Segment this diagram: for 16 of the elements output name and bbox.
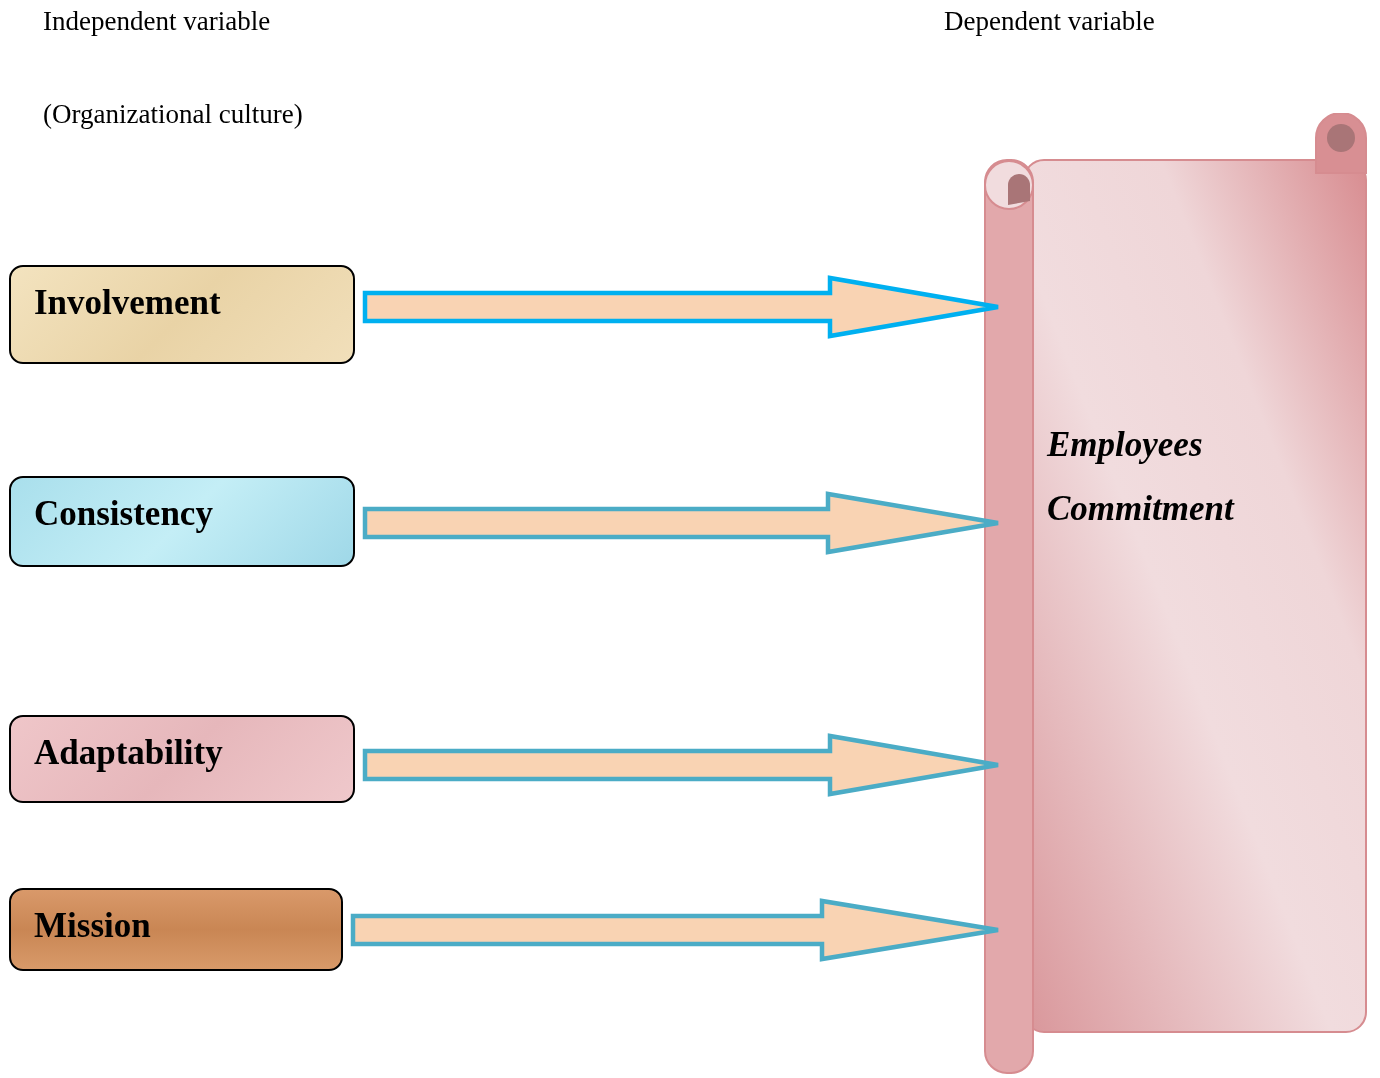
- category-box: [9, 715, 355, 803]
- heading-label: Independent variable: [43, 5, 271, 38]
- heading-label: (Organizational culture): [43, 98, 303, 131]
- node-text: Employees Commitment: [1047, 424, 1236, 530]
- block-arrow: [350, 898, 1001, 962]
- box-label: Involvement: [34, 283, 222, 323]
- box-label: Adaptability: [34, 733, 224, 773]
- category-box: [9, 476, 355, 567]
- block-arrow: [362, 275, 1001, 339]
- box-label: Consistency: [34, 494, 214, 534]
- box-label: Mission: [34, 906, 152, 946]
- block-arrow: [362, 491, 1001, 555]
- category-box: [9, 265, 355, 364]
- heading-label: Dependent variable: [944, 5, 1155, 38]
- block-arrow: [362, 733, 1001, 797]
- category-box: [9, 888, 343, 971]
